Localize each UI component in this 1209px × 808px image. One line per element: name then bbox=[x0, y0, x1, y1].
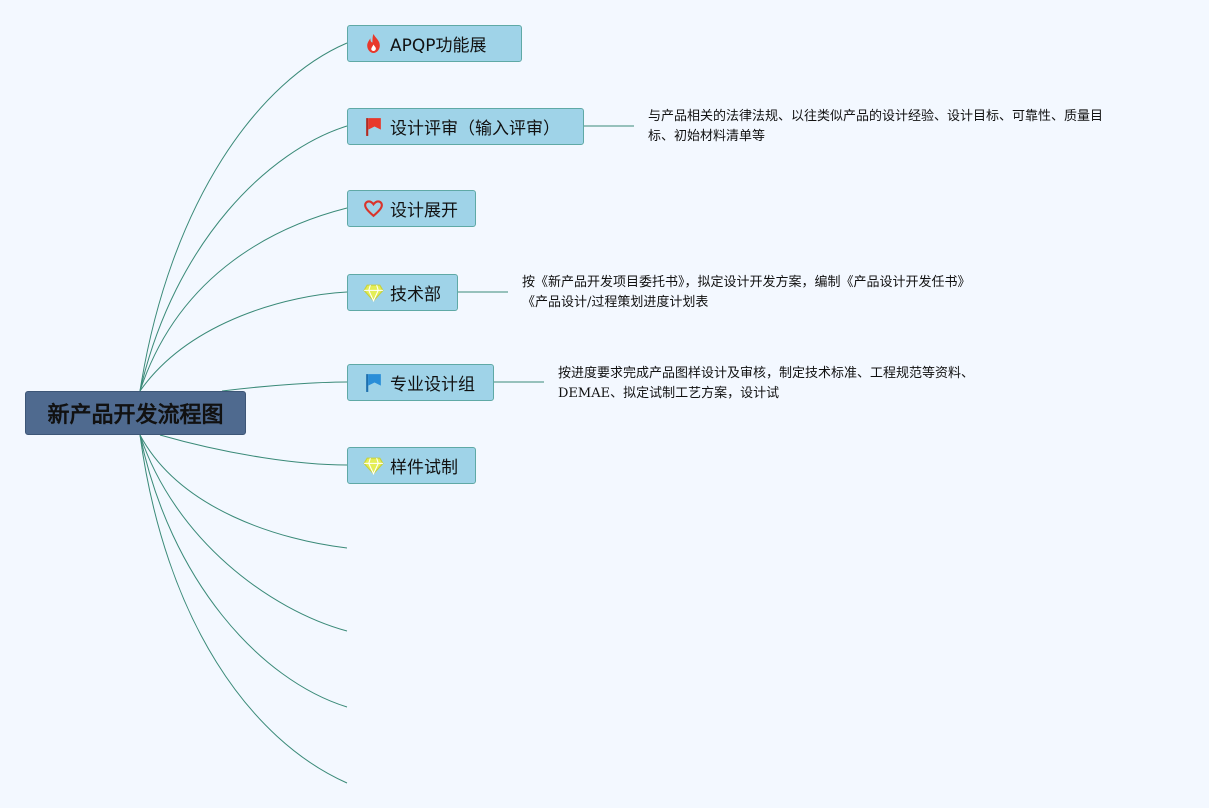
note-design-group: 按进度要求完成产品图样设计及审核，制定技术标准、工程规范等资料、 DEMAE、拟… bbox=[558, 364, 974, 404]
branch-apqp-label: APQP功能展 bbox=[390, 36, 487, 56]
branch-design-expand[interactable]: 设计展开 bbox=[347, 190, 476, 227]
branch-tech-dept[interactable]: 技术部 bbox=[347, 274, 458, 311]
branch-tech-dept-label: 技术部 bbox=[390, 285, 441, 305]
connector-empty-4 bbox=[139, 434, 348, 784]
note-design-review-line-1: 与产品相关的法律法规、以往类似产品的设计经验、设计目标、可靠性、质量目 bbox=[648, 109, 1104, 124]
root-topic[interactable]: 新产品开发流程图 bbox=[25, 391, 246, 435]
note-design-review-line-2: 标、初始材料清单等 bbox=[648, 129, 766, 144]
branch-design-expand-label: 设计展开 bbox=[390, 201, 458, 221]
connector-empty-2 bbox=[139, 434, 348, 632]
branch-design-review-label: 设计评审（输入评审） bbox=[390, 119, 560, 139]
note-design-review: 与产品相关的法律法规、以往类似产品的设计经验、设计目标、可靠性、质量目 标、初始… bbox=[648, 107, 1103, 147]
connector-design-review bbox=[139, 125, 348, 392]
connector-tech-dept bbox=[139, 291, 348, 392]
note-tech-dept-line-1: 按《新产品开发项目委托书》，拟定设计开发方案，编制《产品设计开发任书》 bbox=[522, 275, 971, 290]
note-design-group-line-1: 按进度要求完成产品图样设计及审核，制定技术标准、工程规范等资料、 bbox=[558, 366, 975, 381]
connector-empty-1 bbox=[139, 434, 348, 549]
note-tech-dept: 按《新产品开发项目委托书》，拟定设计开发方案，编制《产品设计开发任书》 《产品设… bbox=[522, 273, 971, 313]
connector-empty-3 bbox=[139, 434, 348, 708]
root-topic-label: 新产品开发流程图 bbox=[47, 403, 224, 428]
connector-design-group bbox=[221, 381, 348, 392]
branch-sample-trial[interactable]: 样件试制 bbox=[347, 447, 476, 484]
diamond-icon bbox=[363, 282, 384, 303]
connector-design-expand bbox=[139, 207, 348, 392]
blue-flag-icon bbox=[363, 372, 384, 393]
branch-design-group-label: 专业设计组 bbox=[390, 375, 475, 395]
heart-outline-icon bbox=[363, 198, 384, 219]
branch-sample-trial-label: 样件试制 bbox=[390, 458, 458, 478]
fire-icon bbox=[363, 33, 384, 54]
red-flag-icon bbox=[363, 116, 384, 137]
diamond-icon bbox=[363, 455, 384, 476]
branch-apqp[interactable]: APQP功能展 bbox=[347, 25, 522, 62]
note-tech-dept-line-2: 《产品设计/过程策划进度计划表 bbox=[522, 295, 709, 310]
branch-design-group[interactable]: 专业设计组 bbox=[347, 364, 494, 401]
connector-sample bbox=[159, 434, 348, 466]
connector-apqp bbox=[139, 42, 348, 392]
branch-design-review[interactable]: 设计评审（输入评审） bbox=[347, 108, 584, 145]
note-design-group-line-2: DEMAE、拟定试制工艺方案，设计试 bbox=[558, 386, 780, 401]
